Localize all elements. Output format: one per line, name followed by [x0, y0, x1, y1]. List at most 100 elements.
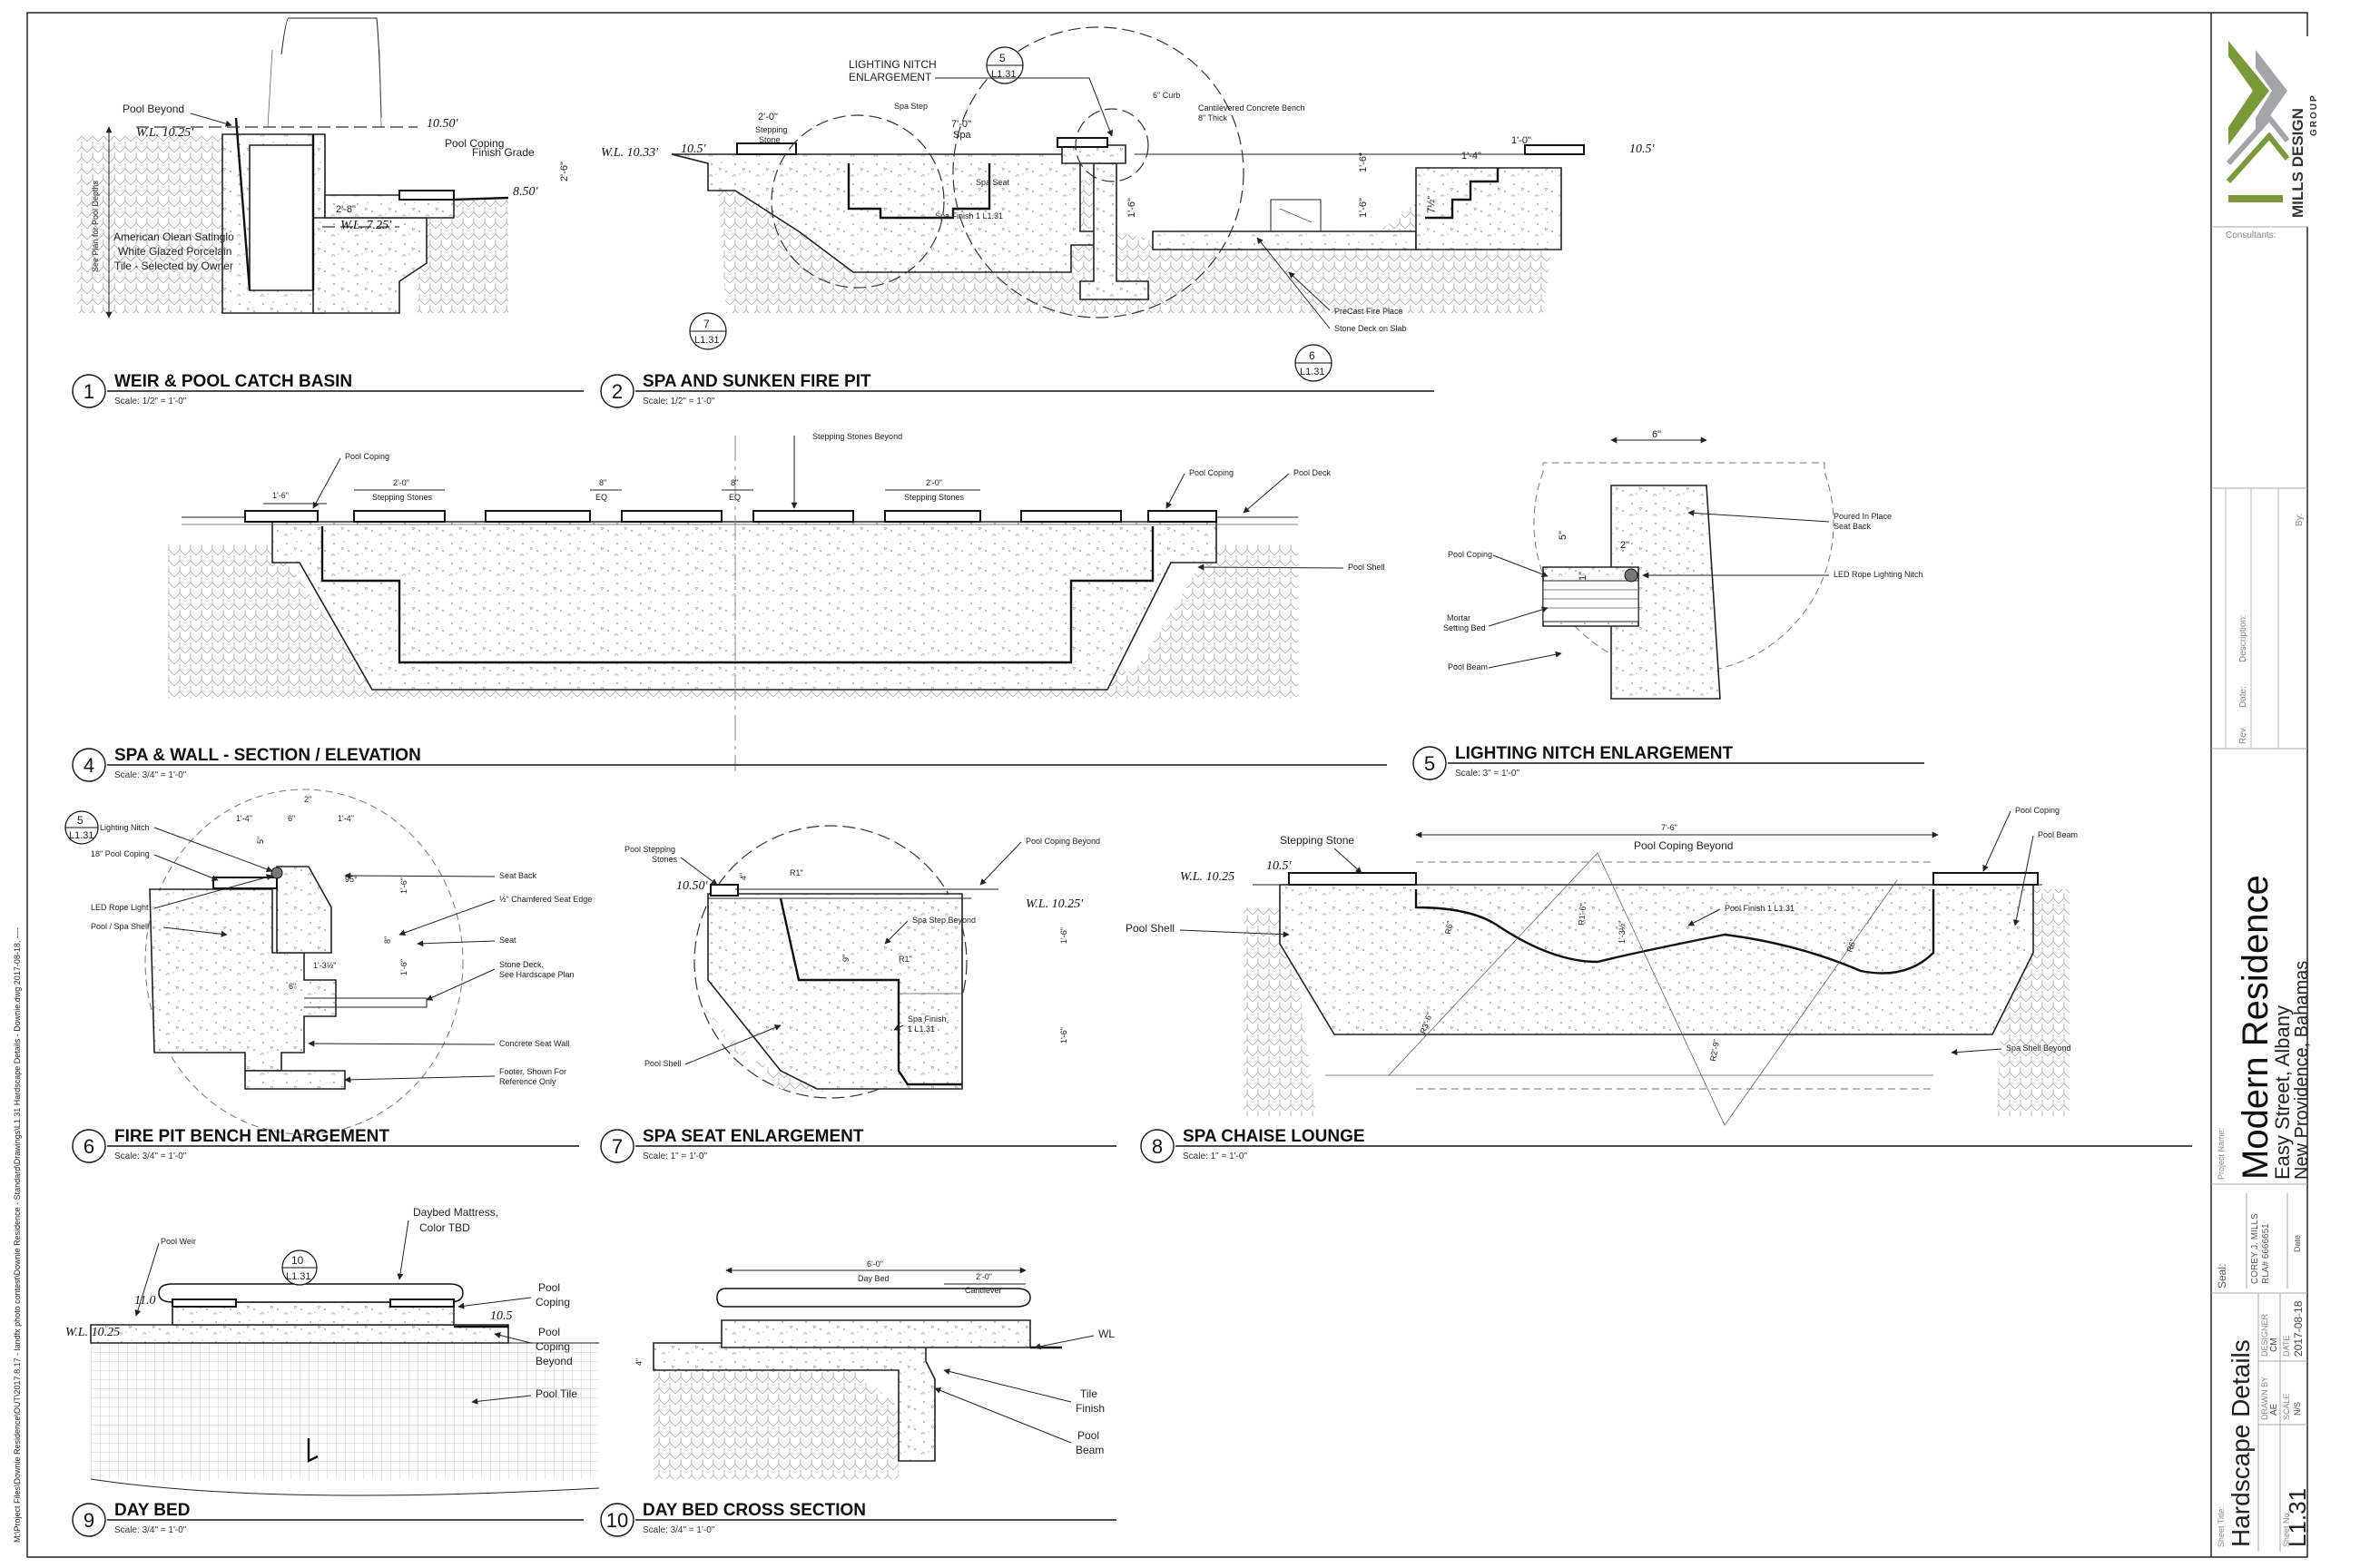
svg-text:7: 7 — [703, 318, 710, 330]
detail-number: 1 — [84, 380, 94, 403]
detail-number: 9 — [84, 1509, 94, 1532]
d7-dim-1-6b: 1'-6" — [1059, 1027, 1068, 1044]
d4-dim-2-0b: 2'-0" — [926, 478, 942, 487]
detail-4-spa-wall-section: Pool Coping Stepping Stones Beyond Pool … — [168, 432, 1385, 771]
d6-dim-1-4a: 1'-4" — [236, 814, 252, 823]
file-path: M:\Project Files\Downie Residence\OUT\20… — [13, 927, 22, 1543]
sheet-no-label: Sheet No. — [2282, 1511, 2291, 1547]
d9-elev-11: 11.0 — [134, 1294, 155, 1308]
detail-number-circle — [1412, 746, 1447, 780]
d10-cantilever: Cantilever — [965, 1286, 1002, 1295]
detail-title: SPA SEAT ENLARGEMENT — [643, 1127, 864, 1146]
d6-dim-1-6: 1'-6" — [399, 877, 408, 894]
d8-r6a: R6" — [1443, 920, 1454, 935]
svg-text:L1.31: L1.31 — [1300, 367, 1325, 377]
d7-dim-4: 4" — [739, 873, 748, 880]
consultants-label: Consultants: — [2226, 230, 2276, 240]
d2-precast: PreCast Fire Place — [1334, 307, 1403, 316]
d8-dim-1-3: 1'-3½" — [1618, 921, 1627, 944]
date-header-label: Date: — [2238, 686, 2248, 708]
d2-callout-7: 7 L1.31 — [689, 312, 727, 350]
d4-dim-8b: 8" — [731, 478, 738, 487]
d9-beyond-2: Coping — [536, 1340, 570, 1353]
svg-text:L1.31: L1.31 — [991, 69, 1017, 80]
d6-coping: 18" Pool Coping — [91, 849, 150, 858]
d10-dim-2-0: 2'-0" — [976, 1272, 992, 1281]
sheet-border — [26, 12, 2308, 1558]
d8-stepping: Stepping Stone — [1280, 834, 1354, 847]
detail-number-circle — [72, 1129, 106, 1163]
d6-angle: 95° — [345, 875, 358, 884]
d7-r1a: R1" — [790, 868, 803, 877]
project-name: Modern Residence — [2236, 875, 2276, 1180]
d6-led: LED Rope Light — [91, 903, 149, 912]
d8-coping-beyond: Pool Coping Beyond — [1634, 839, 1733, 852]
detail-number-circle — [1140, 1129, 1175, 1163]
sheet-title: Hardscape Details — [2227, 1339, 2255, 1547]
d4-eq-b: EQ — [729, 493, 741, 502]
d5-led: LED Rope Lighting Nitch — [1834, 570, 1923, 579]
d6-dim-2: 2" — [304, 795, 311, 804]
d2-callout-6: 6 L1.31 — [1294, 344, 1332, 382]
detail-8-spa-chaise: Stepping Stone 7'-6" Pool Coping Beyond … — [1126, 806, 2078, 1126]
seal-date: Date — [2293, 1235, 2302, 1252]
d10-tile-1: Tile — [1080, 1387, 1097, 1400]
d8-r2-9: R2'-9" — [1708, 1039, 1721, 1063]
designer-label: DESIGNER — [2260, 1313, 2269, 1357]
detail-title: DAY BED CROSS SECTION — [643, 1501, 866, 1520]
d6-footer-1: Footer, Shown For — [499, 1067, 566, 1076]
d2-stepping-2: Stone — [759, 135, 781, 144]
detail-title: SPA CHAISE LOUNGE — [1183, 1127, 1365, 1146]
detail-number: 8 — [1152, 1135, 1163, 1158]
d7-coping-beyond: Pool Coping Beyond — [1026, 837, 1100, 846]
date-label: DATE — [2282, 1336, 2291, 1357]
detail-number: 10 — [606, 1509, 628, 1532]
d2-spa-seat: Spa Seat — [976, 178, 1010, 187]
d7-stepping-1: Pool Stepping — [624, 845, 675, 854]
d1-tile-3: Tile - Selected by Owner — [114, 260, 233, 272]
d8-beam: Pool Beam — [2038, 830, 2078, 839]
d4-coping-right: Pool Coping — [1189, 468, 1234, 477]
svg-text:6: 6 — [1309, 349, 1315, 362]
d7-dim-1-6a: 1'-6" — [1059, 927, 1068, 944]
d2-spa-finish: Spa Finish 1 L1.31 — [935, 211, 1003, 220]
d2-dim-1-4: 1'-4" — [1461, 151, 1481, 162]
d7-spa-step: Spa Step Beyond — [912, 916, 976, 925]
detail-title: SPA AND SUNKEN FIRE PIT — [643, 372, 871, 391]
d5-pool-beam: Pool Beam — [1448, 662, 1488, 671]
d7-elev: 10.50' — [676, 879, 709, 893]
d1-dim-2-6: 2'-6" — [559, 162, 570, 181]
detail-title: LIGHTING NITCH ENLARGEMENT — [1455, 744, 1733, 763]
d2-dim-1-0: 1'-0" — [1511, 135, 1531, 146]
d1-pool-beyond-label: Pool Beyond — [123, 103, 184, 115]
d6-dim-6: 6" — [288, 814, 295, 823]
d4-pool-shell: Pool Shell — [1348, 563, 1385, 572]
detail-scale: Scale: 3/4" = 1'-0" — [114, 1152, 187, 1161]
detail-scale: Scale: 1" = 1'-0" — [643, 1152, 707, 1161]
detail-scale: Scale: 1" = 1'-0" — [1183, 1152, 1247, 1161]
detail-scale: Scale: 3/4" = 1'-0" — [114, 1525, 187, 1535]
detail-title: DAY BED — [114, 1501, 190, 1520]
d2-dim-1-6a: 1'-6" — [1358, 152, 1369, 172]
d9-wl: W.L. 10.25 — [65, 1326, 120, 1339]
d4-stepping-a: Stepping Stones — [372, 493, 433, 502]
d6-dim-1-3: 1'-3½" — [313, 961, 336, 970]
d4-coping-label: Pool Coping — [345, 452, 389, 461]
d2-spa-step: Spa Step — [894, 102, 928, 111]
d10-beam-2: Beam — [1076, 1444, 1104, 1456]
d8-wl: W.L. 10.25 — [1180, 870, 1234, 884]
detail-9-day-bed: 10 L1.31 Pool Weir Daybed Mattress, Colo… — [65, 1206, 600, 1496]
detail-number-circle — [72, 748, 106, 782]
rev-label: Rev. — [2238, 726, 2248, 744]
d9-daybed-2: Color TBD — [419, 1221, 470, 1234]
d6-dim-1-4b: 1'-4" — [338, 814, 354, 823]
d8-coping: Pool Coping — [2015, 806, 2060, 815]
d10-dim-6-0: 6'-0" — [867, 1259, 883, 1269]
detail-number-circle — [72, 1503, 106, 1537]
sheet-title-label: Sheet Title: — [2217, 1506, 2226, 1547]
d6-dim-5: 5" — [256, 837, 265, 844]
